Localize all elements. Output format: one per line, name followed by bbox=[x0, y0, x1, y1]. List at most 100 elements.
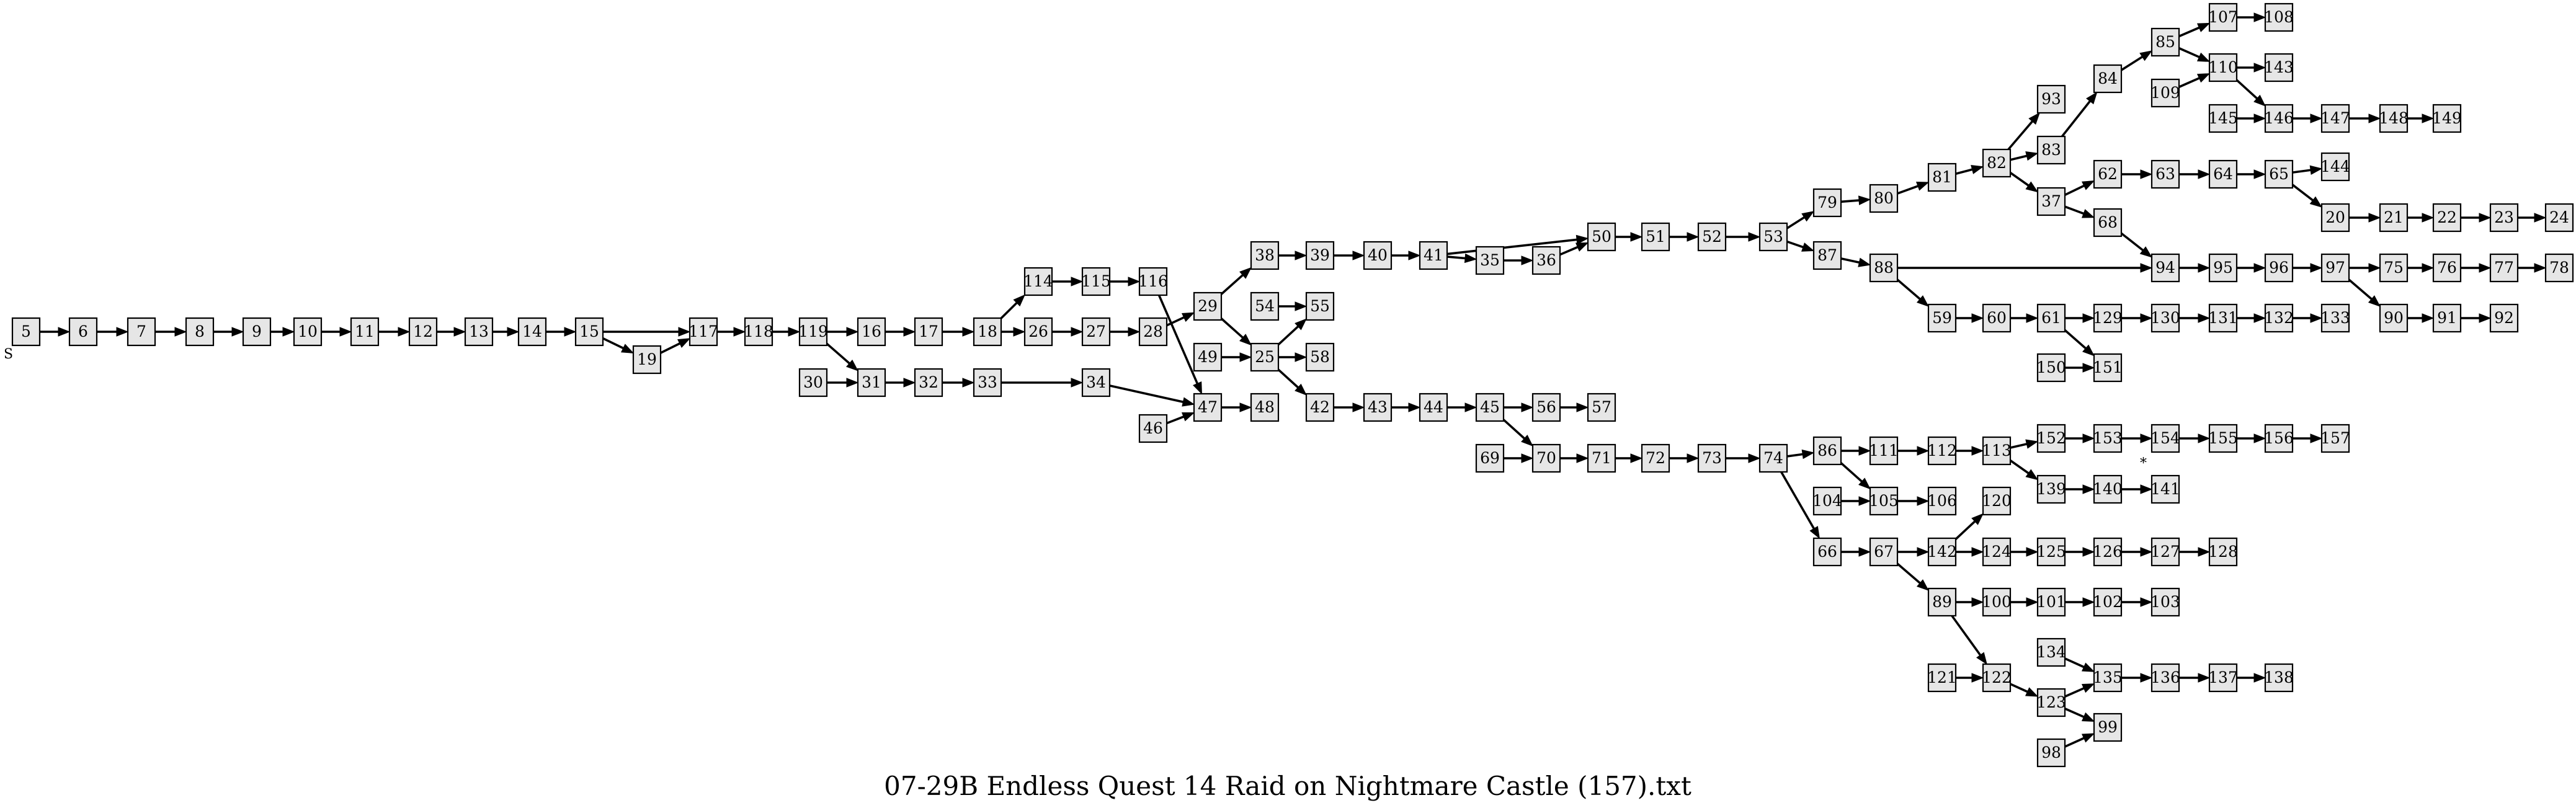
node-99: 99 bbox=[2093, 713, 2123, 742]
edge-19-117 bbox=[660, 338, 691, 354]
node-label: 118 bbox=[744, 322, 773, 340]
node-label: 111 bbox=[1869, 442, 1899, 459]
node-label: 146 bbox=[2264, 109, 2294, 127]
node-label: 134 bbox=[2036, 643, 2066, 661]
edge-145-146 bbox=[2237, 113, 2266, 123]
edge-71-72 bbox=[1615, 453, 1643, 463]
node-label: 128 bbox=[2208, 543, 2238, 561]
edge-97-90 bbox=[2348, 278, 2381, 307]
node-label: 104 bbox=[1812, 492, 1842, 510]
node-label: 61 bbox=[2041, 309, 2061, 327]
node-66: 66 bbox=[1812, 537, 1842, 567]
edge-102-103 bbox=[2121, 597, 2153, 607]
node-label: 55 bbox=[1310, 297, 1330, 315]
node-label: 80 bbox=[1874, 189, 1894, 207]
node-108: 108 bbox=[2264, 2, 2294, 32]
node-59: 59 bbox=[1927, 303, 1957, 333]
node-28: 28 bbox=[1138, 317, 1168, 347]
node-label: 96 bbox=[2269, 259, 2289, 277]
edge-112-113 bbox=[1956, 446, 1984, 456]
edge-51-52 bbox=[1669, 232, 1700, 242]
node-label: 35 bbox=[1480, 251, 1500, 269]
edge-84-85 bbox=[2121, 50, 2153, 71]
node-131: 131 bbox=[2208, 303, 2238, 333]
edge-121-122 bbox=[1956, 673, 1984, 683]
node-136: 136 bbox=[2150, 663, 2180, 693]
node-152: 152 bbox=[2036, 424, 2066, 453]
node-label: 12 bbox=[413, 322, 433, 340]
node-label: 56 bbox=[1536, 398, 1556, 416]
node-label: 101 bbox=[2036, 593, 2066, 611]
edge-53-87 bbox=[1786, 240, 1815, 252]
edge-85-110 bbox=[2178, 47, 2211, 62]
edge-40-41 bbox=[1391, 251, 1421, 260]
edge-114-115 bbox=[1052, 277, 1084, 286]
node-label: 103 bbox=[2150, 593, 2180, 611]
node-label: 138 bbox=[2264, 668, 2294, 686]
node-23: 23 bbox=[2489, 203, 2519, 233]
node-132: 132 bbox=[2264, 303, 2294, 333]
edge-62-63 bbox=[2121, 169, 2153, 179]
node-117: 117 bbox=[689, 317, 718, 347]
edge-52-53 bbox=[1726, 232, 1761, 242]
node-label: 66 bbox=[1817, 543, 1837, 561]
node-label: 149 bbox=[2432, 109, 2462, 127]
edge-113-152 bbox=[2010, 439, 2039, 449]
node-107: 107 bbox=[2208, 2, 2238, 32]
node-label: 18 bbox=[978, 322, 997, 340]
node-13: 13 bbox=[464, 317, 494, 347]
node-label: 71 bbox=[1592, 449, 1611, 467]
node-5: 5 bbox=[11, 317, 41, 347]
node-label: 17 bbox=[919, 322, 938, 340]
node-57: 57 bbox=[1587, 393, 1616, 422]
node-36: 36 bbox=[1531, 246, 1561, 275]
node-label: 83 bbox=[2041, 141, 2061, 159]
node-label: 120 bbox=[1982, 492, 2012, 510]
node-25: 25 bbox=[1250, 342, 1280, 372]
node-70: 70 bbox=[1531, 443, 1561, 473]
edge-132-133 bbox=[2293, 313, 2323, 323]
node-137: 137 bbox=[2208, 663, 2238, 693]
edge-32-33 bbox=[942, 378, 975, 388]
edge-54-55 bbox=[1278, 301, 1308, 311]
edge-20-21 bbox=[2349, 213, 2381, 223]
node-26: 26 bbox=[1023, 317, 1053, 347]
edge-37-68 bbox=[2064, 205, 2095, 218]
node-label: 152 bbox=[2036, 429, 2066, 447]
node-77: 77 bbox=[2489, 253, 2519, 283]
node-label: 77 bbox=[2494, 259, 2514, 277]
edge-73-74 bbox=[1726, 453, 1761, 463]
edge-17-18 bbox=[942, 327, 975, 337]
edge-124-125 bbox=[2010, 547, 2039, 557]
node-label: 26 bbox=[1028, 322, 1048, 340]
node-label: 62 bbox=[2098, 165, 2118, 183]
node-52: 52 bbox=[1697, 222, 1727, 252]
edge-56-57 bbox=[1560, 402, 1589, 412]
node-67: 67 bbox=[1869, 537, 1899, 567]
edge-49-25 bbox=[1221, 352, 1252, 362]
node-label: 60 bbox=[1987, 309, 2007, 327]
node-49: 49 bbox=[1193, 342, 1223, 372]
node-label: 37 bbox=[2041, 192, 2061, 210]
node-label: 15 bbox=[579, 322, 599, 340]
node-111: 111 bbox=[1869, 436, 1899, 466]
node-10: 10 bbox=[293, 317, 323, 347]
node-153: 153 bbox=[2093, 424, 2123, 453]
node-label: 106 bbox=[1927, 492, 1957, 510]
node-71: 71 bbox=[1587, 443, 1616, 473]
node-label: 76 bbox=[2437, 259, 2457, 277]
node-label: 50 bbox=[1592, 228, 1611, 246]
edge-29-25 bbox=[1220, 317, 1252, 346]
edge-44-45 bbox=[1447, 402, 1477, 412]
node-88: 88 bbox=[1869, 253, 1899, 283]
node-120: 120 bbox=[1982, 486, 2012, 516]
node-74: 74 bbox=[1758, 443, 1788, 473]
node-149: 149 bbox=[2432, 104, 2462, 133]
edge-6-7 bbox=[97, 327, 129, 337]
edge-110-146 bbox=[2235, 79, 2266, 107]
edge-50-51 bbox=[1615, 232, 1643, 242]
edge-30-31 bbox=[827, 378, 859, 388]
node-76: 76 bbox=[2432, 253, 2462, 283]
node-label: 136 bbox=[2150, 668, 2180, 686]
edge-156-157 bbox=[2293, 433, 2323, 443]
